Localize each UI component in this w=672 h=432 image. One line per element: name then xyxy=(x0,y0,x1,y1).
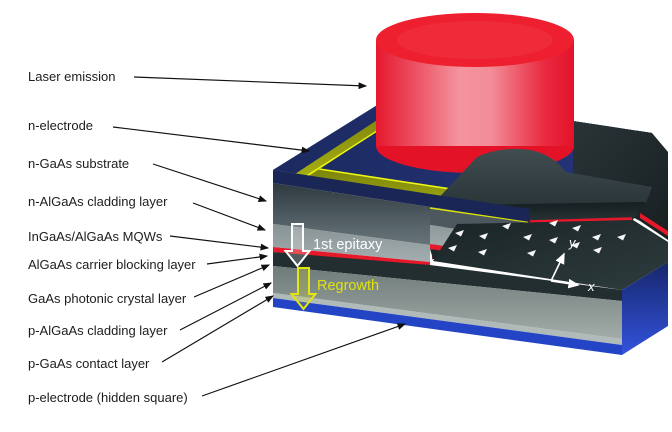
arrow-laser-emission xyxy=(133,76,368,90)
arrow-n-electrode xyxy=(112,126,311,154)
label-mqw: InGaAs/AlGaAs MQWs xyxy=(28,229,163,244)
label-p-electrode: p-electrode (hidden square) xyxy=(28,390,188,405)
arrow-p-cladding xyxy=(179,282,273,331)
arrow-carrier-blocking xyxy=(206,253,269,265)
epitaxy-arrow xyxy=(283,223,312,268)
regrowth-arrow xyxy=(289,267,318,311)
axis-x xyxy=(550,278,580,289)
axis-x-label: x xyxy=(587,279,595,294)
label-n-electrode: n-electrode xyxy=(28,118,93,133)
arrow-photonic-crystal xyxy=(193,264,271,298)
photonic-crystal-surface xyxy=(433,220,668,290)
east-face-upper xyxy=(573,121,668,240)
arrow-mqw xyxy=(169,235,270,251)
layer-p-electrode xyxy=(273,298,622,355)
callout-arrows xyxy=(112,76,407,397)
axis-y-label: y xyxy=(568,235,577,250)
arrow-n-cladding xyxy=(192,202,267,231)
photonic-crystal-holes xyxy=(448,220,626,257)
layer-carrier-blocking xyxy=(273,252,622,301)
layer-p-contact xyxy=(273,293,622,345)
label-laser-emission: Laser emission xyxy=(28,69,115,84)
arrow-n-substrate xyxy=(152,163,268,202)
label-photonic-crystal: GaAs photonic crystal layer xyxy=(28,291,187,306)
laser-cylinder xyxy=(376,13,574,173)
arrow-p-electrode xyxy=(201,323,407,397)
front-face xyxy=(273,170,622,355)
layer-n-cladding xyxy=(273,224,430,262)
layer-n-electrode-edge2 xyxy=(430,194,530,222)
label-n-substrate: n-GaAs substrate xyxy=(28,156,129,171)
label-p-contact: p-GaAs contact layer xyxy=(28,356,150,371)
label-n-cladding: n-AlGaAs cladding layer xyxy=(28,194,168,209)
layer-substrate xyxy=(273,183,430,245)
first-epitaxy-label: 1st epitaxy xyxy=(313,237,383,253)
terrace-surface xyxy=(431,148,652,206)
laser-beam-top xyxy=(376,13,574,67)
layer-n-electrode-edge xyxy=(273,170,430,207)
label-carrier-blocking: AlGaAs carrier blocking layer xyxy=(28,257,196,272)
coordinate-axes xyxy=(550,252,580,289)
label-p-cladding: p-AlGaAs cladding layer xyxy=(28,323,168,338)
layer-mqw-east-stripe xyxy=(640,213,668,236)
layer-labels: Laser emission n-electrode n-GaAs substr… xyxy=(28,69,196,405)
layer-p-cladding xyxy=(273,266,622,339)
axis-y xyxy=(550,252,565,282)
east-face-lower xyxy=(622,262,668,355)
regrowth-label: Regrowth xyxy=(317,278,379,294)
arrow-p-contact xyxy=(161,295,274,363)
